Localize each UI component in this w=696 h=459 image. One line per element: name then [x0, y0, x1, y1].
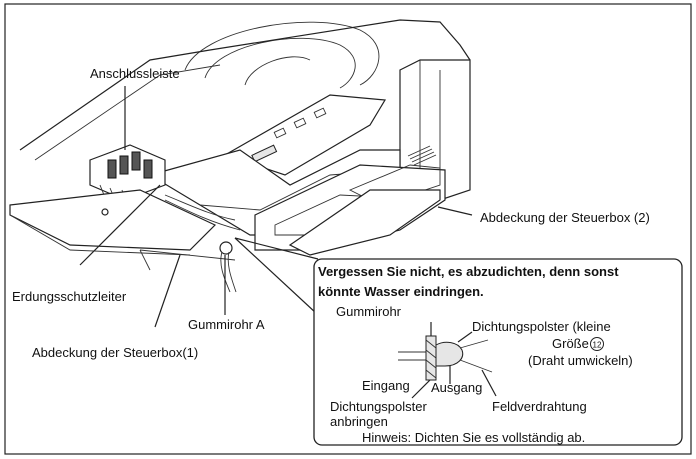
back-wall: [19, 19, 471, 151]
control-box-1-lid: [9, 189, 217, 251]
outer-frame: [4, 3, 692, 455]
seal-detail: [398, 322, 497, 399]
back-wall-inner: [34, 64, 221, 161]
label-rubber-tube-a: Gummirohr A: [188, 317, 265, 332]
wire-in: [398, 351, 428, 361]
callout-field-wiring: Feldverdrahtung: [492, 399, 587, 414]
callout-rubber-tube: Gummirohr: [336, 304, 402, 319]
callout-warning-line1: Vergessen Sie nicht, es abzudichten, den…: [318, 264, 619, 279]
callout-frame: [313, 258, 683, 446]
control-box-2-lid: [288, 189, 441, 256]
callout-seal-pad-small-line2: Größe: [552, 336, 589, 351]
label-terminal-block: Anschlussleiste: [90, 66, 180, 81]
callout-outlet: Ausgang: [431, 380, 482, 395]
board-chip-3: [313, 107, 327, 119]
size-badge: [590, 337, 604, 351]
board-chip-1: [273, 127, 287, 139]
seal-pad-wrap: [435, 341, 464, 367]
label-cover-control-box-1: Abdeckung der Steuerbox(1): [32, 345, 198, 360]
base-plate: [139, 249, 236, 271]
wire-bundle: [164, 194, 236, 221]
callout-attach-pad-line2: anbringen: [330, 414, 388, 429]
fan-ring-inner: [204, 37, 356, 89]
callout-seal-pad-small-number: 12: [593, 341, 602, 350]
callout-note: Hinweis: Dichten Sie es vollständig ab.: [362, 430, 585, 445]
wire-out: [459, 339, 493, 373]
callout-warning-line2: könnte Wasser eindringen.: [318, 284, 484, 299]
callout-inlet: Eingang: [362, 378, 410, 393]
fan-ring-outer: [184, 21, 380, 86]
unit-drawing: [9, 19, 471, 293]
terminal-block: [89, 144, 166, 215]
wire-bundle-2: [164, 199, 241, 231]
lid-screw: [101, 208, 109, 216]
label-earth-conductor: Erdungsschutzleiter: [12, 289, 127, 304]
label-cover-control-box-2: Abdeckung der Steuerbox (2): [480, 210, 650, 225]
sealing-callout: Vergessen Sie nicht, es abzudichten, den…: [313, 258, 683, 446]
rubber-tube-a: [219, 241, 237, 293]
callout-seal-pad-small-line1: Dichtungspolster (kleine: [472, 319, 611, 334]
callout-seal-pad-small-line3: (Draht umwickeln): [528, 353, 633, 368]
board-chip-4: [251, 144, 278, 163]
rubber-tube-section: [425, 335, 437, 381]
callout-attach-pad-line1: Dichtungspolster: [330, 399, 427, 414]
board-chip-2: [293, 117, 307, 129]
vent-grille: [407, 145, 437, 166]
control-box-1-lid-edge: [9, 214, 191, 256]
fan-ring-arc: [244, 56, 311, 86]
